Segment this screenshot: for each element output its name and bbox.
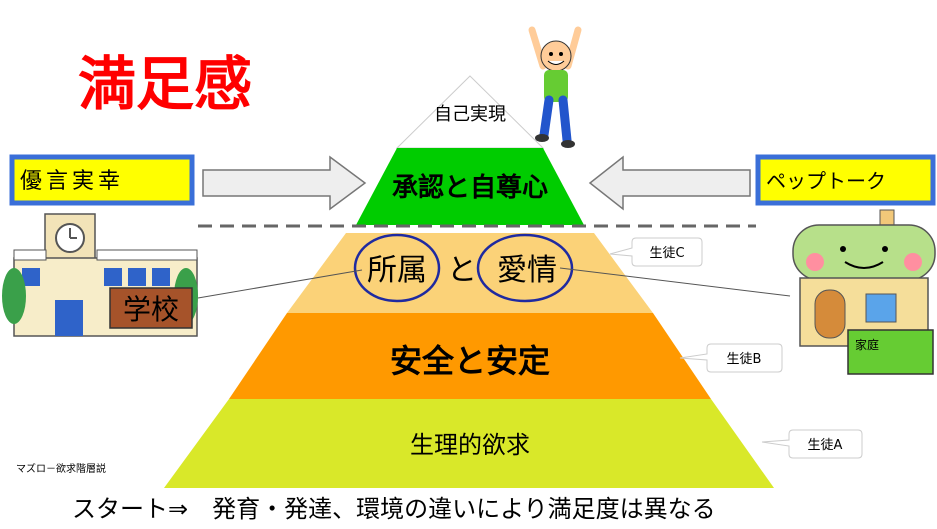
- right-arrow-icon: [202, 155, 367, 211]
- circle-affection: [476, 233, 574, 303]
- left-box-label: 優言実幸: [20, 169, 124, 194]
- callout-student-c: [609, 237, 703, 267]
- left-box: [9, 154, 195, 206]
- home-label: 家庭: [855, 337, 879, 352]
- tier-physiological: [164, 399, 774, 488]
- label-belonging-2: 愛情: [497, 253, 557, 288]
- jumping-person-icon: [528, 26, 582, 148]
- school-sign-label: 学校: [123, 293, 179, 326]
- left-arrow-icon: [588, 155, 751, 211]
- label-self-actualization: 自己実現: [434, 104, 506, 125]
- callout-student-b: [679, 343, 783, 373]
- circle-belonging: [353, 233, 441, 303]
- theory-label: マズロ－欲求階層説: [16, 462, 106, 475]
- right-box-label: ペップトーク: [766, 169, 886, 193]
- student-c-label: 生徒C: [649, 246, 684, 261]
- label-safety: 安全と安定: [390, 342, 550, 380]
- school-connector-line: [197, 269, 363, 299]
- home-box: [847, 329, 934, 375]
- footer-caption: スタート⇒ 発育・発達、環境の違いにより満足度は異なる: [72, 495, 716, 523]
- home-connector-line: [559, 267, 791, 297]
- student-a-label: 生徒A: [808, 438, 843, 453]
- tier-esteem: [356, 148, 584, 225]
- school-icon: [2, 213, 198, 337]
- student-b-label: 生徒B: [727, 352, 762, 367]
- right-box: [755, 154, 936, 206]
- title: 満足感: [78, 50, 252, 118]
- tier-belonging: [287, 233, 653, 313]
- pyramid: [164, 75, 774, 488]
- callout-student-a: [761, 429, 863, 459]
- label-esteem: 承認と自尊心: [392, 172, 548, 203]
- tier-safety: [229, 313, 711, 399]
- label-physiological: 生理的欲求: [410, 431, 530, 459]
- label-belonging-conj: と: [447, 253, 477, 288]
- label-belonging-1: 所属: [367, 253, 427, 288]
- house-icon: [792, 209, 936, 347]
